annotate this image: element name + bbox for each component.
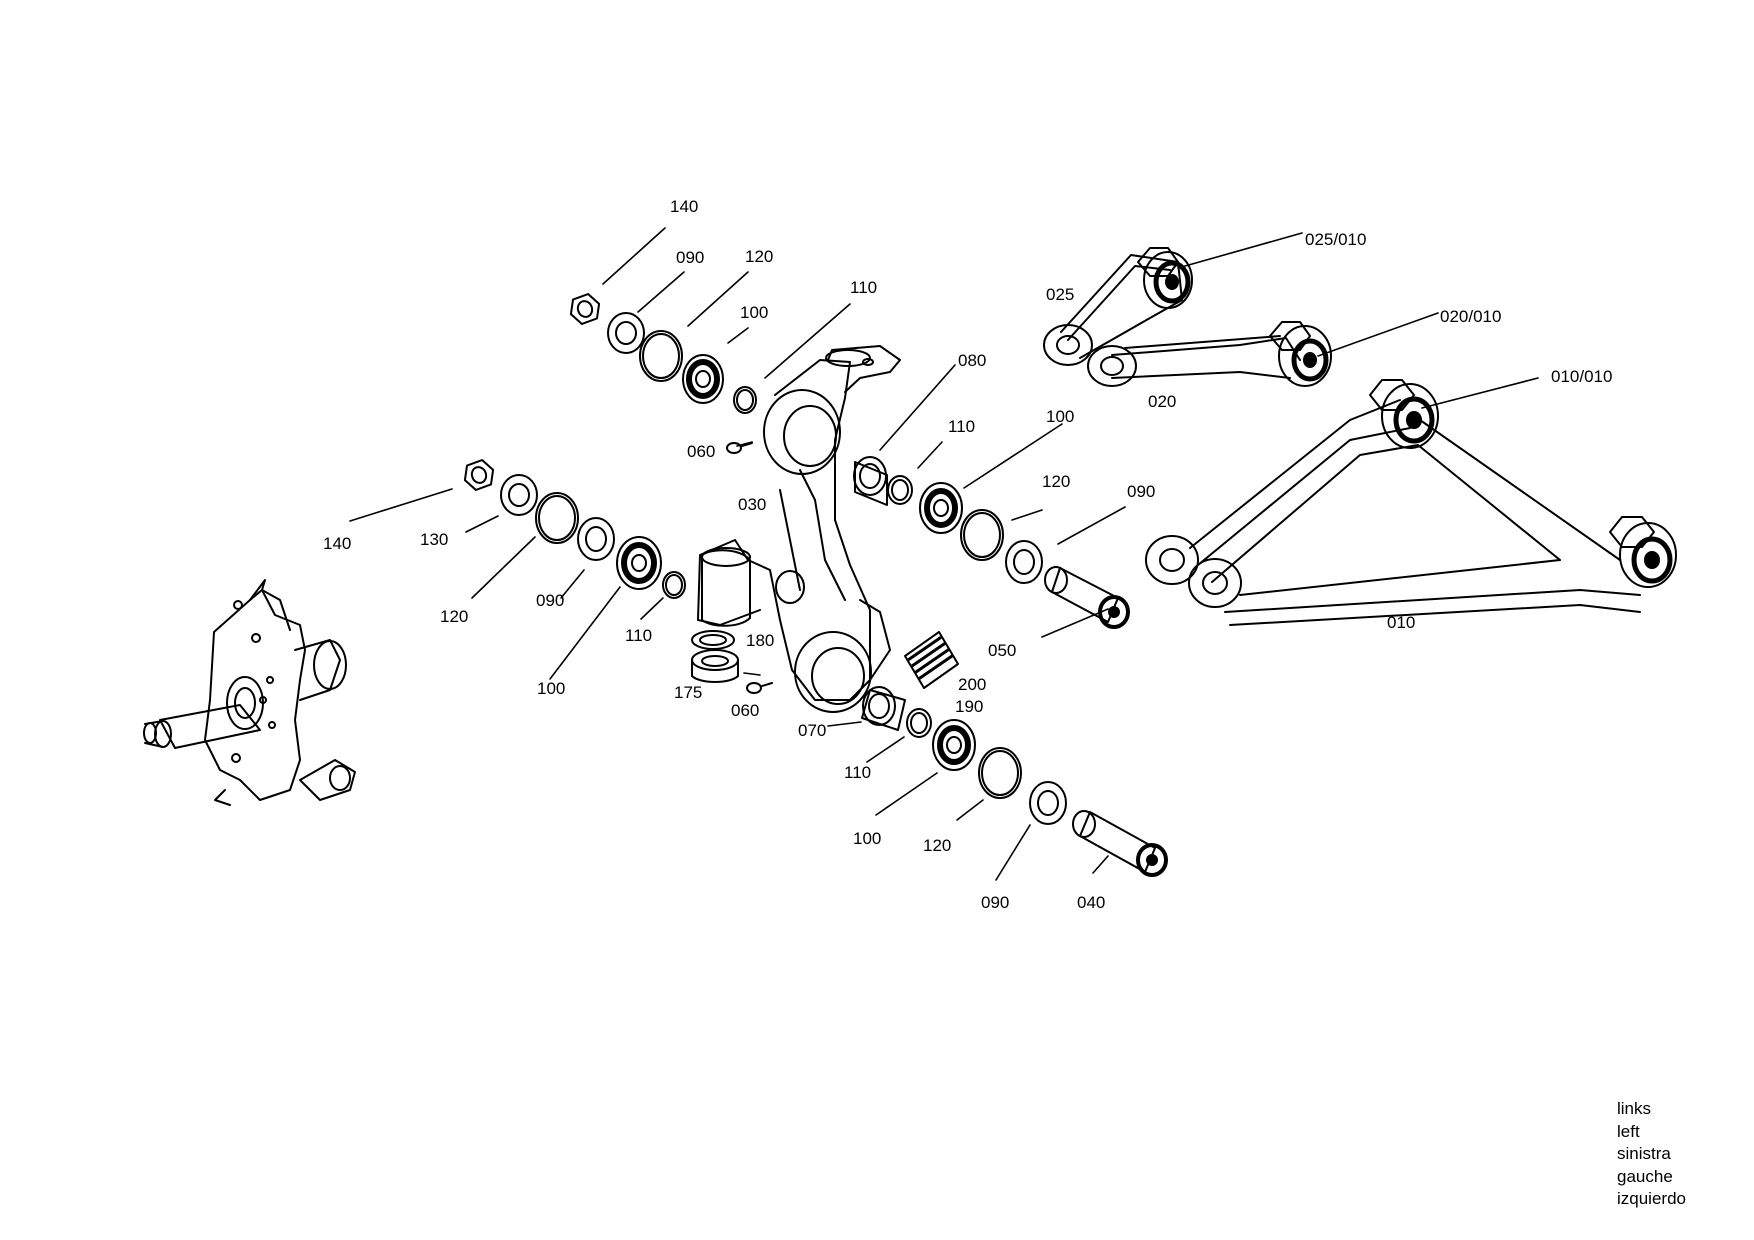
label-010-010: 010/010: [1551, 367, 1612, 386]
parts-175-180: [691, 630, 739, 683]
label-175: 175: [674, 683, 702, 702]
label-025-010: 025/010: [1305, 230, 1366, 249]
label-060-upper: 060: [687, 442, 715, 461]
shim-180: [691, 630, 735, 650]
hub-carrier: [143, 579, 356, 806]
label-140-left: 140: [323, 534, 351, 553]
label-100-upper: 100: [740, 303, 768, 322]
leader-lines: [349, 227, 1539, 881]
steering-arm-020: [1087, 321, 1332, 387]
legend-line: sinistra: [1617, 1144, 1671, 1163]
label-120-mid: 120: [1042, 472, 1070, 491]
legend-line: izquierdo: [1617, 1189, 1686, 1208]
washer-090-left: [577, 517, 615, 561]
label-200: 200: [958, 675, 986, 694]
label-030: 030: [738, 495, 766, 514]
label-090-left: 090: [536, 591, 564, 610]
ring-110-lower: [906, 708, 932, 738]
label-020-010: 020/010: [1440, 307, 1501, 326]
knuckle-030: [697, 345, 901, 713]
pin-050: [1044, 566, 1130, 629]
label-090-lower: 090: [981, 893, 1009, 912]
washer-090-upper: [607, 312, 645, 354]
ring-110-upper: [733, 386, 757, 414]
label-090-upper: 090: [676, 248, 704, 267]
bearing-100-mid: [919, 482, 963, 534]
label-130: 130: [420, 530, 448, 549]
bushing-070: [861, 686, 906, 731]
label-070: 070: [798, 721, 826, 740]
label-060-lower: 060: [731, 701, 759, 720]
steering-arm-025: [1043, 247, 1193, 366]
label-120-lower: 120: [923, 836, 951, 855]
parts-200-190: [904, 631, 959, 689]
lower-parts: [861, 686, 1168, 877]
hex-nut-140-left: [463, 459, 495, 491]
label-110-mid: 110: [948, 417, 975, 436]
label-140-upper: 140: [670, 197, 698, 216]
bushing-080: [853, 456, 888, 506]
label-100-lower: 100: [853, 829, 881, 848]
label-110-upper: 110: [850, 278, 877, 297]
part-labels: 140 090 120 100 110 025 025/010 020/010 …: [323, 197, 1612, 912]
left-parts: [463, 459, 686, 599]
label-110-lower: 110: [844, 763, 871, 782]
wishbone-010: [1145, 379, 1677, 626]
label-120-upper: 120: [745, 247, 773, 266]
ring-120-lower: [978, 747, 1022, 799]
pin-040: [1072, 810, 1168, 877]
washer-130: [500, 474, 538, 516]
label-100-left: 100: [537, 679, 565, 698]
legend-line: left: [1617, 1121, 1640, 1141]
label-010: 010: [1387, 613, 1415, 632]
ring-120-upper: [639, 330, 683, 382]
upper-left-parts: [569, 293, 757, 414]
washer-090-lower: [1029, 781, 1067, 825]
side-legend: links left sinistra gauche izquierdo: [1617, 1098, 1686, 1211]
ring-110-left: [662, 571, 686, 599]
ring-120-left: [535, 492, 579, 544]
label-020: 020: [1148, 392, 1176, 411]
ring-110-mid: [887, 475, 913, 505]
label-090-mid: 090: [1127, 482, 1155, 501]
label-180: 180: [746, 631, 774, 650]
label-190: 190: [955, 697, 983, 716]
label-040: 040: [1077, 893, 1105, 912]
washer-090-mid: [1005, 540, 1043, 584]
bearing-100-lower: [932, 719, 976, 771]
bearing-175: [691, 649, 739, 683]
label-110-left: 110: [625, 626, 652, 645]
bearing-100-left: [616, 536, 662, 590]
hex-nut-140-upper: [569, 293, 601, 325]
legend-line: links: [1617, 1099, 1652, 1118]
ring-120-mid: [960, 509, 1004, 561]
right-upper-parts: [853, 456, 1130, 629]
label-100-mid: 100: [1046, 407, 1074, 426]
label-080: 080: [958, 351, 986, 370]
label-050: 050: [988, 641, 1016, 660]
small-parts-060: [726, 442, 773, 694]
bearing-100-upper: [682, 354, 724, 404]
label-025: 025: [1046, 285, 1074, 304]
label-120-left: 120: [440, 607, 468, 626]
legend-line: gauche: [1617, 1166, 1673, 1186]
